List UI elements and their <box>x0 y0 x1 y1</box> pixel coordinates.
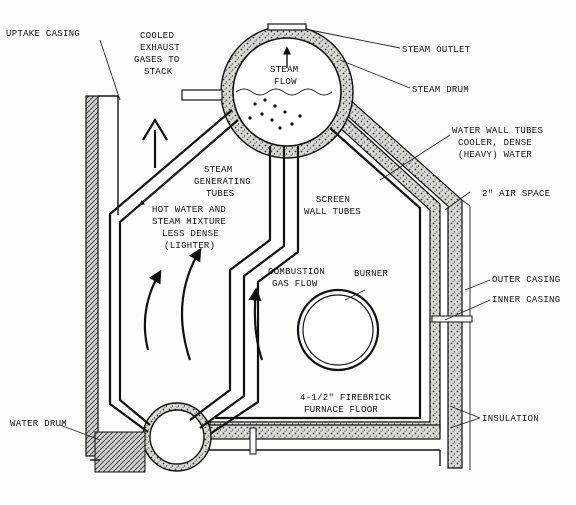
svg-text:EXHAUST: EXHAUST <box>140 43 180 53</box>
label-firebrick-floor: 4-1/2" FIREBRICK FURNACE FLOOR <box>300 393 392 415</box>
label-steam-drum: STEAM DRUM <box>412 85 469 95</box>
label-uptake-casing: UPTAKE CASING <box>6 29 80 39</box>
steam-drum <box>181 23 354 159</box>
svg-text:STEAM: STEAM <box>204 165 233 175</box>
label-combustion-gas-flow: COMBUSTION GAS FLOW <box>268 267 325 289</box>
label-insulation: INSULATION <box>482 414 539 424</box>
svg-text:WALL TUBES: WALL TUBES <box>304 207 361 217</box>
svg-text:GASES TO: GASES TO <box>134 55 180 65</box>
label-water-wall-tubes: WATER WALL TUBES COOLER, DENSE (HEAVY) W… <box>452 126 543 160</box>
svg-text:LESS DENSE: LESS DENSE <box>162 229 219 239</box>
svg-text:TUBES: TUBES <box>206 189 235 199</box>
water-drum <box>90 402 212 473</box>
svg-text:(HEAVY) WATER: (HEAVY) WATER <box>458 150 532 160</box>
uptake-casing-wall <box>85 95 119 457</box>
svg-text:FLOW: FLOW <box>274 77 297 87</box>
svg-text:GAS FLOW: GAS FLOW <box>272 279 318 289</box>
svg-text:FURNACE FLOOR: FURNACE FLOOR <box>304 405 378 415</box>
svg-text:SCREEN: SCREEN <box>316 195 350 205</box>
label-air-space: 2" AIR SPACE <box>482 189 550 199</box>
svg-text:STEAM: STEAM <box>270 65 299 75</box>
label-steam-outlet: STEAM OUTLET <box>402 45 471 55</box>
water-wall-tubes <box>215 127 422 420</box>
svg-text:COMBUSTION: COMBUSTION <box>268 267 325 277</box>
svg-text:4-1/2" FIREBRICK: 4-1/2" FIREBRICK <box>300 393 392 403</box>
label-screen-wall-tubes: SCREEN WALL TUBES <box>304 195 361 217</box>
burner <box>296 288 380 372</box>
label-steam-flow: STEAM FLOW <box>270 65 299 87</box>
screen-wall-tubes <box>189 146 300 435</box>
svg-text:STACK: STACK <box>144 67 173 77</box>
furnace-floor <box>190 315 473 466</box>
svg-text:(LIGHTER): (LIGHTER) <box>164 241 215 251</box>
label-outer-casing: OUTER CASING <box>492 275 560 285</box>
svg-text:COOLER, DENSE: COOLER, DENSE <box>458 138 532 148</box>
svg-text:GENERATING: GENERATING <box>194 177 251 187</box>
leader-lines <box>59 29 491 441</box>
label-cooled-gases: COOLED EXHAUST GASES TO STACK <box>134 31 180 77</box>
label-water-drum: WATER DRUM <box>10 419 67 429</box>
label-burner: BURNER <box>354 269 389 279</box>
label-inner-casing: INNER CASING <box>492 295 560 305</box>
label-hot-water-mixture: HOT WATER AND STEAM MIXTURE LESS DENSE (… <box>152 205 226 251</box>
svg-text:STEAM MIXTURE: STEAM MIXTURE <box>152 217 226 227</box>
steam-generating-tubes <box>108 109 239 433</box>
svg-text:HOT WATER AND: HOT WATER AND <box>152 205 226 215</box>
flow-arrows <box>142 117 264 361</box>
label-steam-generating-tubes: STEAM GENERATING TUBES <box>194 165 251 199</box>
svg-text:COOLED: COOLED <box>140 31 174 41</box>
svg-text:WATER WALL TUBES: WATER WALL TUBES <box>452 126 543 136</box>
